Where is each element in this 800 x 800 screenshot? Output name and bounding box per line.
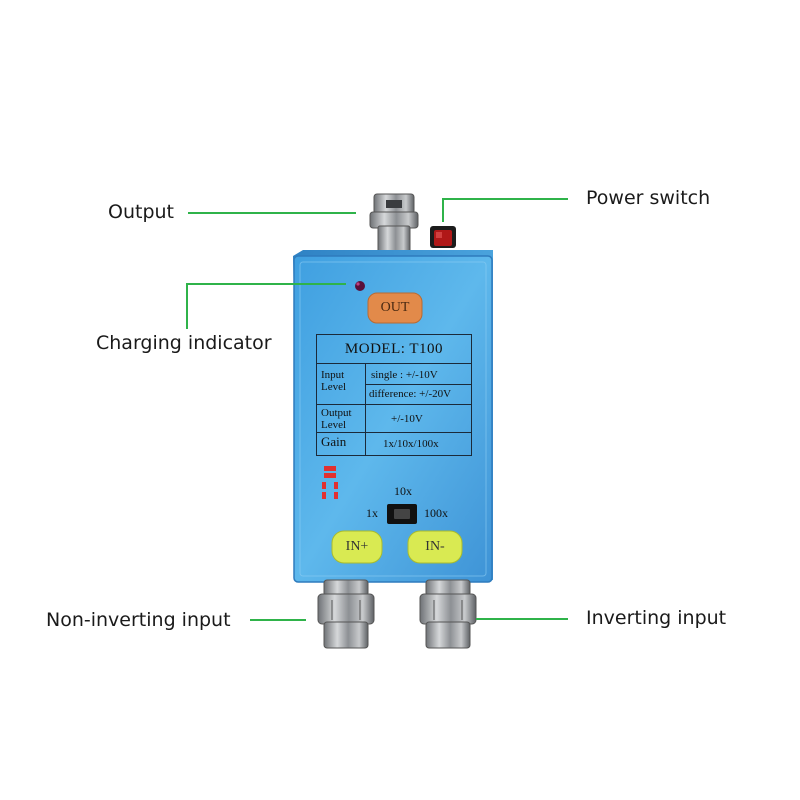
inverting-callout-line <box>476 618 568 620</box>
non-inverting-callout-line <box>250 619 306 621</box>
spec-label-gain: Gain <box>321 434 347 449</box>
callout-inverting-input: Inverting input <box>586 607 727 629</box>
spec-value-difference: difference: +/-20V <box>369 388 452 400</box>
spec-value-gain: 1x/10x/100x <box>383 438 439 450</box>
spec-label-input-level: Input Level <box>321 369 347 393</box>
charging-callout-line-h <box>186 283 346 285</box>
switch-label-10x: 10x <box>394 484 412 498</box>
spec-table: MODEL: T100 Input Level single : +/-10V … <box>316 334 472 456</box>
callout-power-switch: Power switch <box>586 187 711 209</box>
callout-charging-indicator: Charging indicator <box>96 332 272 354</box>
charging-callout-line-v <box>186 283 188 329</box>
non-inverting-bnc-connector <box>317 579 375 649</box>
switch-label-100x: 100x <box>424 506 448 520</box>
charging-indicator-led <box>355 281 365 291</box>
in-minus-button-shape <box>407 530 463 564</box>
out-button-shape <box>367 292 423 324</box>
inverting-bnc-connector <box>419 579 477 649</box>
spec-value-output: +/-10V <box>391 413 423 425</box>
front-panel <box>293 255 493 583</box>
in-plus-button-shape <box>331 530 383 564</box>
output-bnc-connector <box>369 193 419 253</box>
spec-label-output-level: Output Level <box>321 407 352 431</box>
in-minus-label: IN- <box>425 539 445 554</box>
power-switch-callout-line-v <box>442 198 444 222</box>
callout-output: Output <box>108 201 174 223</box>
in-plus-label: IN+ <box>345 539 369 554</box>
red-indicator-marks <box>322 466 338 499</box>
callout-non-inverting-input: Non-inverting input <box>46 609 231 631</box>
power-switch-callout-line-h <box>442 198 568 200</box>
output-callout-line <box>188 212 356 214</box>
power-switch[interactable] <box>430 226 456 248</box>
switch-label-1x: 1x <box>366 506 378 520</box>
spec-value-single: single : +/-10V <box>371 369 438 381</box>
spec-title: MODEL: T100 <box>344 341 444 357</box>
gain-selector-switch[interactable] <box>387 504 417 524</box>
out-button-label: OUT <box>380 300 410 315</box>
